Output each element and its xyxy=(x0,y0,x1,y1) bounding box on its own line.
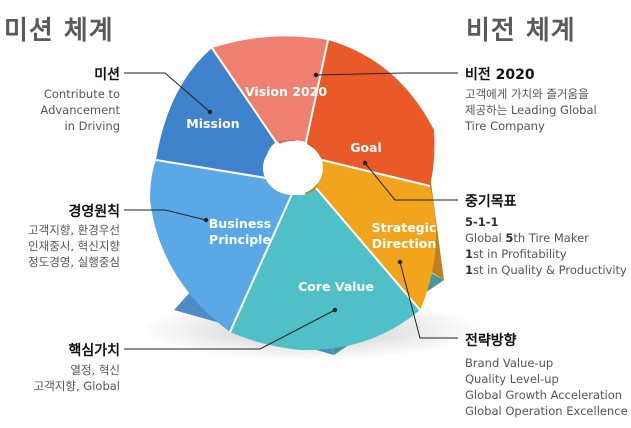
label-vision-title: 비전 2020 xyxy=(465,67,535,83)
segment-separators xyxy=(155,39,431,333)
label-principle-body: 고객지향, 환경우선 인재중시, 혁신지향 정도경영, 실행중심 xyxy=(28,223,120,269)
mission-system-heading: 미션 체계 xyxy=(4,16,114,46)
label-goal-title: 중기목표 xyxy=(465,194,517,210)
segment-label-vision: Vision 2020 xyxy=(245,84,327,99)
label-strategy-title: 전략방향 xyxy=(465,333,517,349)
leader-lines xyxy=(124,72,458,350)
segment-mission xyxy=(156,48,276,178)
segment-label-business-2: Principle xyxy=(209,232,271,247)
segment-business-principle xyxy=(150,160,292,332)
vision-system-heading: 비전 체계 xyxy=(466,16,576,46)
label-principle-title: 경영원칙 xyxy=(68,204,120,220)
label-goal-body: 5-1-1 Global 5th Tire Maker 1st in Profi… xyxy=(465,215,627,277)
segment-label-business-1: Business xyxy=(209,216,271,231)
segment-label-strategic-2: Direction xyxy=(372,236,436,251)
label-core-title: 핵심가치 xyxy=(68,343,120,359)
wheel-center-hole xyxy=(263,141,323,195)
segment-strategic-direction xyxy=(316,160,437,310)
label-vision-body: 고객에게 가치와 즐거움을 제공하는 Leading Global Tire C… xyxy=(465,87,597,133)
leader-dots xyxy=(203,72,403,313)
segment-label-strategic-1: Strategic xyxy=(372,220,437,235)
segment-label-core: Core Value xyxy=(298,279,374,294)
label-mission-body: Contribute to Advancement in Driving xyxy=(40,87,120,133)
segment-label-mission: Mission xyxy=(186,116,239,131)
label-strategy-body: Brand Value-up Quality Level-up Global G… xyxy=(465,356,628,418)
segment-goal xyxy=(306,40,435,186)
label-core-body: 열정, 혁신 고객지향, Global xyxy=(33,363,120,393)
segment-label-goal: Goal xyxy=(350,140,382,155)
segment-vision-2020 xyxy=(212,36,328,142)
label-mission-title: 미션 xyxy=(94,67,120,83)
